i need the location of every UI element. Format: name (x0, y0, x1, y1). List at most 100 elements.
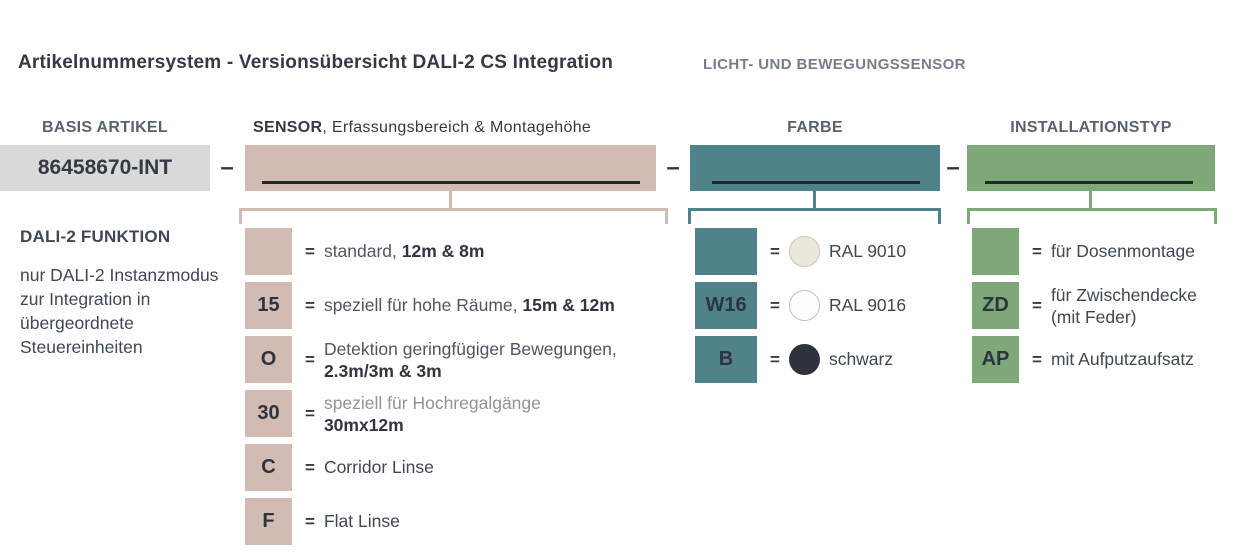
farbe-code-placeholder-box (690, 145, 940, 191)
sensor-item-15: 15 = speziell für hohe Räume, 15m & 12m (245, 282, 617, 329)
installation-item-text: für Dosenmontage (1051, 241, 1195, 262)
color-swatch-schwarz (788, 344, 820, 375)
installation-item-text: für Zwischendecke(mit Feder) (1051, 284, 1197, 328)
chip-label: B (718, 348, 734, 370)
sensor-header-rest: , Erfassungsbereich & Montagehöhe (322, 119, 592, 136)
item-desc: für Dosenmontage (1050, 241, 1195, 261)
installation-bracket-stem (1089, 191, 1092, 208)
equals-sign: = (770, 349, 780, 369)
item-desc: standard, (323, 241, 397, 261)
farbe-header: FARBE (787, 119, 843, 136)
installation-item-ZD: ZD = für Zwischendecke(mit Feder) (972, 282, 1197, 329)
equals-sign: = (305, 403, 315, 423)
farbe-code-chip: B (695, 336, 757, 383)
dash-separator-2: – (666, 154, 680, 181)
chip-label: 15 (257, 294, 280, 316)
sensor-item-text: Flat Linse (324, 511, 400, 532)
chip-label: O (260, 348, 277, 370)
sensor-item-F: F = Flat Linse (245, 498, 617, 545)
item-desc: für Zwischendecke (1050, 284, 1197, 305)
sensor-item-text: standard, 12m & 8m (324, 241, 485, 262)
chip-label: AP (981, 348, 1010, 370)
farbe-label: schwarz (828, 349, 894, 369)
sensor-item-text: Corridor Linse (324, 457, 434, 478)
sensor-code-chip: 15 (245, 282, 292, 329)
farbe-code-chip (695, 228, 757, 275)
installation-bracket (967, 208, 1217, 224)
page-title: Artikelnummersystem - Versionsübersicht … (18, 52, 614, 73)
sensor-code-chip: C (245, 444, 292, 491)
installation-item-dose: = für Dosenmontage (972, 228, 1197, 275)
item-value: 30mx12m (323, 414, 404, 435)
farbe-code-chip: W16 (695, 282, 757, 329)
farbe-legend: = RAL 9010 W16 = RAL 9016 B = schwarz (695, 228, 906, 383)
dali-funktion-title: DALI-2 FUNKTION (20, 227, 171, 246)
farbe-bracket (688, 208, 941, 224)
dali-funktion-block: DALI-2 FUNKTION nur DALI-2 Instanzmodus … (20, 227, 225, 359)
installation-code-chip (972, 228, 1019, 275)
farbe-blank-line (712, 181, 920, 184)
installation-item-text: mit Aufputzaufsatz (1051, 349, 1194, 370)
sensor-bracket (239, 208, 668, 224)
equals-sign: = (770, 241, 780, 261)
installationstyp-header: INSTALLATIONSTYP (1010, 119, 1172, 136)
item-desc: Detektion geringfügiger Bewegungen, (323, 338, 617, 359)
sensor-blank-line (262, 181, 640, 184)
equals-sign: = (1032, 349, 1042, 369)
sensor-code-chip: O (245, 336, 292, 383)
farbe-item-ral9010: = RAL 9010 (695, 228, 906, 275)
equals-sign: = (305, 457, 315, 477)
color-swatch-ral9010 (788, 236, 820, 267)
equals-sign: = (1032, 241, 1042, 261)
installation-code-placeholder-box (967, 145, 1215, 191)
dash-separator-1: – (220, 154, 234, 181)
sensor-bracket-stem (449, 191, 452, 208)
sensor-item-standard: = standard, 12m & 8m (245, 228, 617, 275)
item-desc-line2: (mit Feder) (1050, 306, 1137, 327)
installation-item-AP: AP = mit Aufputzaufsatz (972, 336, 1197, 383)
sensor-item-text: Detektion geringfügiger Bewegungen,2.3m/… (324, 338, 617, 382)
sensor-code-chip: F (245, 498, 292, 545)
equals-sign: = (305, 349, 315, 369)
equals-sign: = (305, 295, 315, 315)
color-swatch-ral9016 (788, 290, 820, 321)
page-subtitle: LICHT- UND BEWEGUNGSSENSOR (703, 56, 966, 73)
equals-sign: = (770, 295, 780, 315)
equals-sign: = (1032, 295, 1042, 315)
chip-label: 30 (257, 402, 280, 424)
item-value: 15m & 12m (522, 295, 615, 315)
chip-label: C (261, 456, 276, 478)
base-article-code-box: 86458670-INT (0, 145, 210, 191)
item-desc: speziell für hohe Räume, (323, 295, 518, 315)
farbe-bracket-stem (813, 191, 816, 208)
item-desc: Flat Linse (323, 511, 400, 531)
sensor-header-bold: SENSOR (253, 119, 323, 136)
sensor-legend: = standard, 12m & 8m 15 = speziell für h… (245, 228, 617, 545)
chip-label: W16 (705, 294, 747, 316)
item-value: 12m & 8m (401, 241, 485, 261)
installation-code-chip: ZD (972, 282, 1019, 329)
sensor-code-chip (245, 228, 292, 275)
equals-sign: = (305, 511, 315, 531)
item-desc: mit Aufputzaufsatz (1050, 349, 1194, 369)
chip-label: F (262, 510, 275, 532)
sensor-code-chip: 30 (245, 390, 292, 437)
farbe-item-ral9016: W16 = RAL 9016 (695, 282, 906, 329)
sensor-header: SENSOR, Erfassungsbereich & Montagehöhe (253, 119, 591, 137)
farbe-label: RAL 9016 (828, 295, 907, 315)
dali-funktion-text: nur DALI-2 Instanzmodus zur Integration … (20, 265, 219, 357)
sensor-item-O: O = Detektion geringfügiger Bewegungen,2… (245, 336, 617, 383)
chip-label: ZD (982, 294, 1009, 316)
installation-code-chip: AP (972, 336, 1019, 383)
basis-artikel-header: BASIS ARTIKEL (42, 119, 168, 136)
dash-separator-3: – (946, 154, 960, 181)
base-article-code: 86458670-INT (37, 156, 173, 179)
equals-sign: = (305, 241, 315, 261)
sensor-item-text: speziell für hohe Räume, 15m & 12m (324, 295, 615, 316)
sensor-item-C: C = Corridor Linse (245, 444, 617, 491)
item-desc: speziell für Hochregalgänge (323, 392, 541, 413)
farbe-label: RAL 9010 (828, 241, 907, 261)
